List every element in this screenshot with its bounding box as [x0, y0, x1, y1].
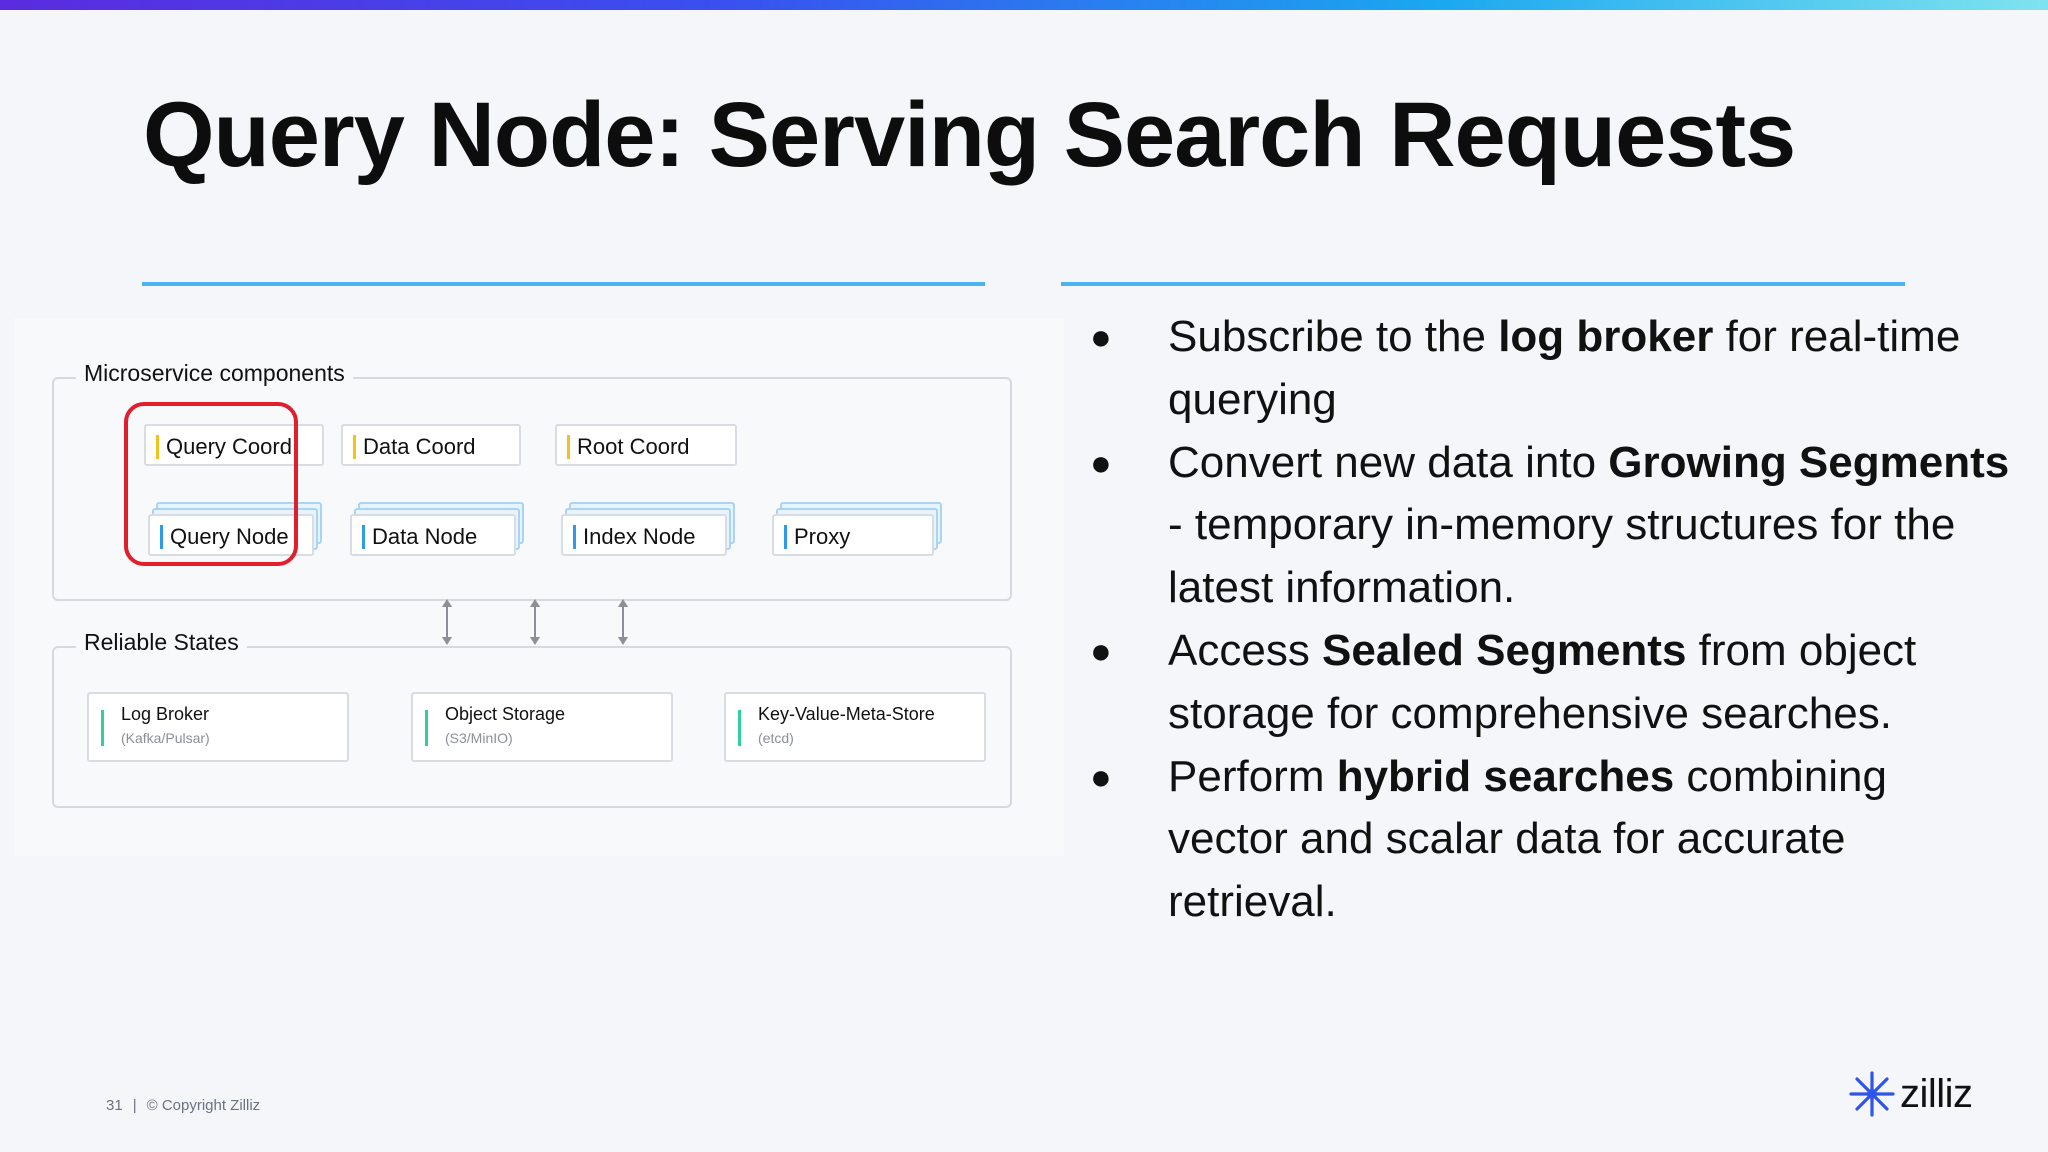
- architecture-diagram: Microservice components Query Coord Data…: [14, 318, 1064, 856]
- left-divider: [142, 282, 985, 286]
- footer-separator: |: [132, 1097, 137, 1114]
- bullet-item: ●Convert new data into Growing Segments …: [1090, 432, 2010, 620]
- double-arrow-icon: [442, 599, 452, 645]
- object-storage-box: Object Storage (S3/MinIO): [411, 692, 673, 762]
- bullet-item: ●Perform hybrid searches combining vecto…: [1090, 746, 2010, 934]
- kv-meta-store-name: Key-Value-Meta-Store: [758, 704, 935, 724]
- reliable-states-group: Reliable States: [52, 629, 1012, 808]
- index-node-label: Index Node: [583, 524, 696, 549]
- reliable-states-label: Reliable States: [76, 629, 247, 656]
- kv-meta-store-sub: (etcd): [758, 730, 794, 746]
- bullet-list: ●Subscribe to the log broker for real-ti…: [1090, 306, 2010, 934]
- microservice-components-label: Microservice components: [76, 360, 353, 387]
- query-highlight-outline: [124, 402, 298, 566]
- log-broker-box: Log Broker (Kafka/Pulsar): [87, 692, 349, 762]
- zilliz-star-icon: [1849, 1071, 1895, 1117]
- query-node-label: Query Node: [170, 524, 289, 549]
- bullet-dot-icon: ●: [1090, 441, 1112, 483]
- page-title: Query Node: Serving Search Requests: [143, 84, 1796, 186]
- top-gradient-bar: [0, 0, 2048, 10]
- footer: 31 | © Copyright Zilliz: [106, 1097, 260, 1114]
- microservice-components-group: Microservice components: [52, 360, 1012, 601]
- proxy-box: Proxy: [772, 514, 934, 556]
- kv-meta-store-box: Key-Value-Meta-Store (etcd): [724, 692, 986, 762]
- log-broker-sub: (Kafka/Pulsar): [121, 730, 210, 746]
- data-coord-label: Data Coord: [363, 434, 476, 459]
- copyright-text: © Copyright Zilliz: [146, 1097, 261, 1114]
- page-number: 31: [106, 1097, 123, 1114]
- double-arrow-icon: [530, 599, 540, 645]
- object-storage-sub: (S3/MinIO): [445, 730, 513, 746]
- object-storage-name: Object Storage: [445, 704, 566, 724]
- bullet-dot-icon: ●: [1090, 629, 1112, 671]
- root-coord-label: Root Coord: [577, 434, 690, 459]
- data-node-label: Data Node: [372, 524, 478, 549]
- zilliz-logo: zilliz: [1848, 1070, 1973, 1118]
- data-coord-box: Data Coord: [341, 424, 521, 466]
- root-coord-box: Root Coord: [555, 424, 737, 466]
- bullet-dot-icon: ●: [1090, 316, 1112, 357]
- right-divider: [1061, 282, 1905, 286]
- bullet-item: ●Access Sealed Segments from object stor…: [1090, 620, 2010, 746]
- data-node-box: Data Node: [350, 514, 516, 556]
- log-broker-name: Log Broker: [121, 704, 210, 724]
- query-coord-label: Query Coord: [166, 434, 292, 459]
- proxy-label: Proxy: [794, 524, 851, 549]
- double-arrow-icon: [618, 599, 628, 645]
- bullet-item: ●Subscribe to the log broker for real-ti…: [1090, 306, 2010, 432]
- index-node-box: Index Node: [561, 514, 727, 556]
- bullet-dot-icon: ●: [1090, 755, 1112, 797]
- zilliz-logo-text: zilliz: [1900, 1071, 1973, 1116]
